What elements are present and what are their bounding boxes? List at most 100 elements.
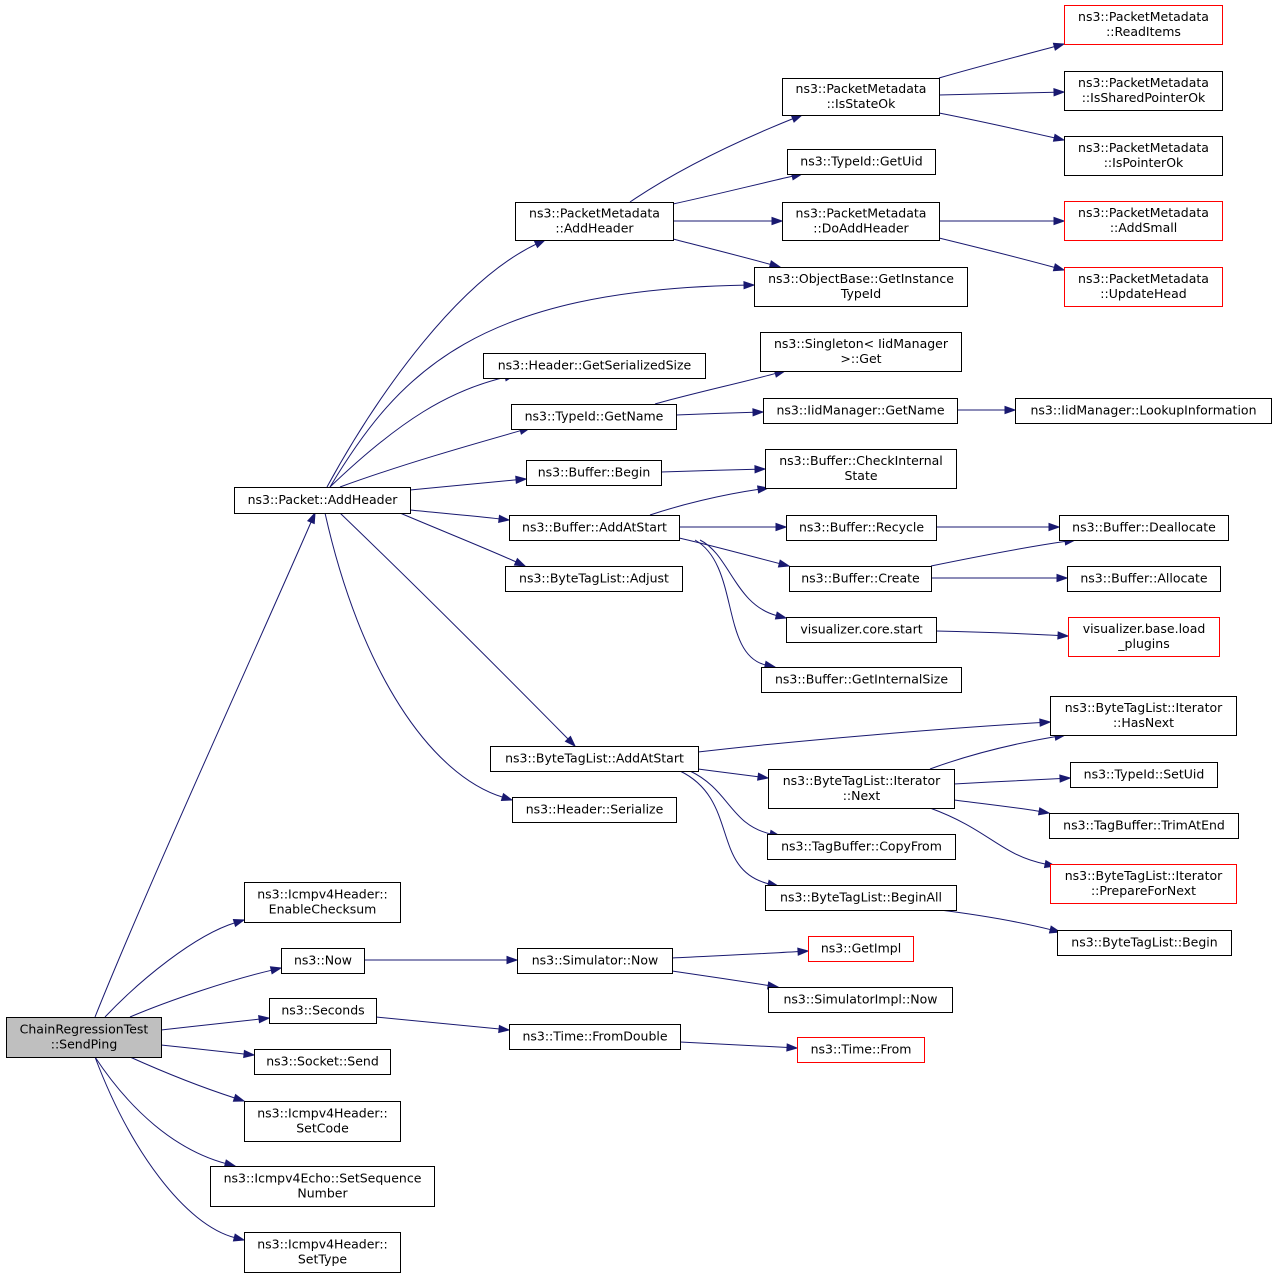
node-btl_it_next[interactable]: ns3::ByteTagList::Iterator::Next — [768, 769, 955, 809]
node-box[interactable] — [1059, 515, 1229, 541]
node-box[interactable] — [1068, 617, 1220, 657]
node-buffer_begin[interactable]: ns3::Buffer::Begin — [526, 460, 662, 486]
node-box[interactable] — [768, 769, 955, 809]
node-box[interactable] — [234, 487, 411, 514]
node-box[interactable] — [767, 834, 956, 860]
node-iid_getname[interactable]: ns3::IidManager::GetName — [763, 398, 958, 424]
node-icmp_setcode[interactable]: ns3::Icmpv4Header::SetCode — [244, 1101, 401, 1142]
node-box[interactable] — [786, 515, 937, 541]
node-box[interactable] — [6, 1017, 162, 1058]
node-typeid_getuid[interactable]: ns3::TypeId::GetUid — [787, 149, 936, 175]
node-pm_issharedpointerok[interactable]: ns3::PacketMetadata::IsSharedPointerOk — [1064, 71, 1223, 111]
node-box[interactable] — [517, 948, 673, 974]
node-typeid_setuid[interactable]: ns3::TypeId::SetUid — [1070, 762, 1218, 788]
node-btl_adjust[interactable]: ns3::ByteTagList::Adjust — [505, 566, 683, 592]
node-box[interactable] — [511, 404, 677, 430]
node-header_serialize[interactable]: ns3::Header::Serialize — [512, 797, 677, 823]
node-box[interactable] — [765, 449, 957, 489]
node-icmp_enablechecksum[interactable]: ns3::Icmpv4Header::EnableChecksum — [244, 882, 401, 923]
node-box[interactable] — [515, 202, 674, 241]
node-icmp_settype[interactable]: ns3::Icmpv4Header::SetType — [244, 1232, 401, 1273]
node-buffer_create[interactable]: ns3::Buffer::Create — [789, 566, 932, 592]
node-pm_doaddheader[interactable]: ns3::PacketMetadata::DoAddHeader — [782, 202, 940, 241]
node-btl_addatstart[interactable]: ns3::ByteTagList::AddAtStart — [490, 746, 699, 772]
node-box[interactable] — [1070, 762, 1218, 788]
node-box[interactable] — [210, 1166, 435, 1207]
node-box[interactable] — [797, 1037, 925, 1063]
node-pm_addheader[interactable]: ns3::PacketMetadata::AddHeader — [515, 202, 674, 241]
node-tagbuffer_trimatend[interactable]: ns3::TagBuffer::TrimAtEnd — [1049, 813, 1239, 839]
node-buffer_getinternalsize[interactable]: ns3::Buffer::GetInternalSize — [761, 667, 962, 693]
node-box[interactable] — [1015, 398, 1272, 424]
node-time_from[interactable]: ns3::Time::From — [797, 1037, 925, 1063]
node-box[interactable] — [765, 885, 957, 911]
node-box[interactable] — [512, 797, 677, 823]
node-box[interactable] — [526, 460, 662, 486]
node-box[interactable] — [509, 515, 680, 541]
node-pkt_addheader[interactable]: ns3::Packet::AddHeader — [234, 487, 411, 514]
node-btl_begin[interactable]: ns3::ByteTagList::Begin — [1057, 930, 1232, 956]
node-simulator_now[interactable]: ns3::Simulator::Now — [517, 948, 673, 974]
node-box[interactable] — [1064, 201, 1223, 241]
node-btl_it_preparefornext[interactable]: ns3::ByteTagList::Iterator::PrepareForNe… — [1050, 864, 1237, 904]
node-tagbuffer_copyfrom[interactable]: ns3::TagBuffer::CopyFrom — [767, 834, 956, 860]
node-seconds[interactable]: ns3::Seconds — [269, 998, 377, 1024]
node-pm_updatehead[interactable]: ns3::PacketMetadata::UpdateHead — [1064, 267, 1223, 307]
node-singleton_get[interactable]: ns3::Singleton< IidManager>::Get — [760, 332, 962, 372]
node-pm_addsmall[interactable]: ns3::PacketMetadata::AddSmall — [1064, 201, 1223, 241]
node-buffer_recycle[interactable]: ns3::Buffer::Recycle — [786, 515, 937, 541]
node-pm_ispointerok[interactable]: ns3::PacketMetadata::IsPointerOk — [1064, 136, 1223, 176]
node-buffer_addatstart[interactable]: ns3::Buffer::AddAtStart — [509, 515, 680, 541]
node-box[interactable] — [787, 149, 936, 175]
node-box[interactable] — [761, 667, 962, 693]
node-viz_core_start[interactable]: visualizer.core.start — [786, 617, 937, 643]
node-time_fromdouble[interactable]: ns3::Time::FromDouble — [509, 1024, 681, 1050]
node-box[interactable] — [754, 267, 968, 307]
node-header_getserializedsize[interactable]: ns3::Header::GetSerializedSize — [483, 353, 706, 379]
node-box[interactable] — [244, 1101, 401, 1142]
node-box[interactable] — [808, 936, 914, 962]
node-box[interactable] — [1064, 71, 1223, 111]
node-box[interactable] — [281, 948, 365, 974]
node-box[interactable] — [1064, 267, 1223, 307]
node-socket_send[interactable]: ns3::Socket::Send — [254, 1049, 391, 1075]
node-btl_beginall[interactable]: ns3::ByteTagList::BeginAll — [765, 885, 957, 911]
node-simimpl_now[interactable]: ns3::SimulatorImpl::Now — [768, 987, 953, 1013]
node-buffer_deallocate[interactable]: ns3::Buffer::Deallocate — [1059, 515, 1229, 541]
node-box[interactable] — [782, 78, 940, 116]
node-box[interactable] — [490, 746, 699, 772]
node-btl_it_hasnext[interactable]: ns3::ByteTagList::Iterator::HasNext — [1050, 696, 1237, 736]
node-viz_base_load[interactable]: visualizer.base.load_plugins — [1068, 617, 1220, 657]
node-getimpl[interactable]: ns3::GetImpl — [808, 936, 914, 962]
node-buffer_allocate[interactable]: ns3::Buffer::Allocate — [1067, 566, 1221, 592]
node-box[interactable] — [254, 1049, 391, 1075]
node-box[interactable] — [244, 882, 401, 923]
node-box[interactable] — [789, 566, 932, 592]
node-iid_lookupinformation[interactable]: ns3::IidManager::LookupInformation — [1015, 398, 1272, 424]
node-box[interactable] — [483, 353, 706, 379]
node-box[interactable] — [509, 1024, 681, 1050]
node-box[interactable] — [269, 998, 377, 1024]
node-root[interactable]: ChainRegressionTest::SendPing — [6, 1017, 162, 1058]
node-box[interactable] — [760, 332, 962, 372]
node-now[interactable]: ns3::Now — [281, 948, 365, 974]
node-box[interactable] — [1067, 566, 1221, 592]
node-pm_readitems[interactable]: ns3::PacketMetadata::ReadItems — [1064, 5, 1223, 45]
node-box[interactable] — [1064, 136, 1223, 176]
node-box[interactable] — [1050, 864, 1237, 904]
node-typeid_getname[interactable]: ns3::TypeId::GetName — [511, 404, 677, 430]
node-box[interactable] — [786, 617, 937, 643]
node-box[interactable] — [1049, 813, 1239, 839]
node-box[interactable] — [505, 566, 683, 592]
node-box[interactable] — [782, 202, 940, 241]
node-box[interactable] — [768, 987, 953, 1013]
node-box[interactable] — [763, 398, 958, 424]
node-box[interactable] — [1057, 930, 1232, 956]
node-box[interactable] — [1050, 696, 1237, 736]
node-pm_isstateok[interactable]: ns3::PacketMetadata::IsStateOk — [782, 78, 940, 116]
node-box[interactable] — [1064, 5, 1223, 45]
node-box[interactable] — [244, 1232, 401, 1273]
